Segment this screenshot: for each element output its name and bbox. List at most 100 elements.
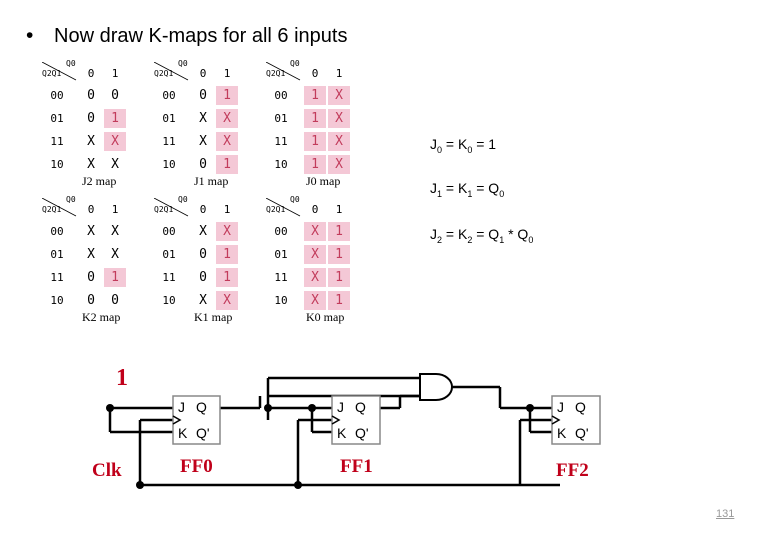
kmap-row-header: 10 (274, 158, 288, 171)
eq0-mid: = K (442, 136, 468, 152)
kmap-col-variable: Q0 (66, 195, 76, 204)
kmap-cell: 1 (328, 222, 350, 241)
kmap-cell: X (111, 224, 119, 239)
kmap-cell: X (304, 222, 326, 241)
kmap-title: K0 map (306, 310, 345, 324)
ff2-label: FF2 (556, 460, 589, 481)
kmap-cell: X (87, 224, 95, 239)
kmap-row-header: 00 (162, 89, 176, 102)
kmap-col-variable: Q0 (290, 195, 300, 204)
flip-flop-ff0 (172, 395, 221, 445)
kmap-cell: X (111, 247, 119, 262)
kmap-cell: X (216, 109, 238, 128)
eq2-mid: = K (442, 226, 468, 242)
kmap-title: K2 map (82, 310, 121, 324)
kmap-row-header: 10 (162, 294, 176, 307)
equation-j1k1: J1 = K1 = Q0 (430, 180, 504, 199)
kmap-row-header: 00 (274, 225, 288, 238)
kmap-cell: 0 (111, 293, 119, 308)
kmap-cell: 0 (111, 88, 119, 103)
kmap-cell: X (304, 268, 326, 287)
eq1-rhs: = Q (472, 180, 500, 196)
kmap-row-header: 11 (50, 135, 64, 148)
kmap-row-header: 00 (50, 225, 64, 238)
kmap-row-header: 10 (50, 294, 64, 307)
kmap-cell: X (199, 224, 207, 239)
kmap-corner (266, 62, 306, 82)
kmap-cell: 0 (87, 111, 95, 126)
eq2-tail-sub: 0 (528, 234, 534, 245)
kmap-row-header: 01 (274, 248, 288, 261)
eq2-rhs: = Q (472, 226, 500, 242)
flip-flop-ff1 (331, 395, 381, 445)
kmap-cell: X (216, 291, 238, 310)
kmap-cell: 1 (304, 155, 326, 174)
kmap-cell: 1 (216, 245, 238, 264)
kmap-cell: 1 (328, 291, 350, 310)
ff0-pin-q: Q (196, 399, 207, 415)
eq0-lhs-sub: 0 (437, 144, 443, 155)
kmap-col-variable: Q0 (178, 195, 188, 204)
ff0-pin-k: K (178, 425, 188, 441)
ff2-pin-qn: Q' (575, 425, 589, 441)
kmap-cell: X (199, 134, 207, 149)
kmap-cell: 0 (199, 88, 207, 103)
kmap-cell: 1 (216, 155, 238, 174)
kmap-col-header: 1 (335, 203, 343, 216)
ff1-label: FF1 (340, 456, 373, 477)
kmap-col-header: 0 (311, 203, 319, 216)
kmap-col-variable: Q0 (66, 59, 76, 68)
junction-dots (106, 404, 534, 489)
kmap-row-header: 01 (274, 112, 288, 125)
kmap-title: K1 map (194, 310, 233, 324)
ff1-pin-q: Q (355, 399, 366, 415)
kmap-row-header: 10 (274, 294, 288, 307)
kmap-cell: 1 (304, 86, 326, 105)
slide-heading: Now draw K-maps for all 6 inputs (54, 25, 348, 47)
ff0-label: FF0 (180, 456, 213, 477)
kmap-row-variable: Q2Q1 (42, 69, 62, 78)
kmap-row-header: 11 (162, 271, 176, 284)
kmap-row-variable: Q2Q1 (266, 69, 286, 78)
kmap-cell: X (199, 293, 207, 308)
kmap-row-variable: Q2Q1 (42, 205, 62, 214)
kmap-col-header: 0 (87, 203, 95, 216)
equation-j0k0: J0 = K0 = 1 (430, 136, 496, 155)
kmap-cell: X (111, 157, 119, 172)
kmap-col-header: 0 (311, 67, 319, 80)
ff0-pin-qn: Q' (196, 425, 210, 441)
kmap-col-header: 1 (111, 67, 119, 80)
kmap-cell: X (104, 132, 126, 151)
counter-circuit-diagram: J Q K Q' J Q K Q' J Q K Q' 1 Clk FF0 FF1… (92, 365, 601, 489)
kmap-col-header: 1 (335, 67, 343, 80)
kmap-row-header: 01 (162, 248, 176, 261)
flip-flop-ff2 (551, 395, 601, 445)
ff1-pin-j: J (337, 399, 344, 415)
kmap-row-header: 11 (50, 271, 64, 284)
kmap-col-variable: Q0 (178, 59, 188, 68)
kmap-cell: X (87, 157, 95, 172)
kmap-cell: 1 (304, 132, 326, 151)
eq0-rhs: = 1 (472, 136, 497, 152)
kmap-row-header: 01 (50, 112, 64, 125)
kmap-cell: 0 (87, 293, 95, 308)
kmap-cell: X (328, 109, 350, 128)
kmap-col-header: 0 (199, 203, 207, 216)
kmap-title: J0 map (306, 174, 341, 188)
kmap-col-header: 1 (223, 203, 231, 216)
kmap-cell: X (328, 155, 350, 174)
kmap-cell: X (87, 247, 95, 262)
kmap-row-header: 01 (162, 112, 176, 125)
eq2-rhs-sub: 1 (499, 234, 505, 245)
kmap-cell: 0 (199, 157, 207, 172)
kmap-cell: X (304, 245, 326, 264)
kmap-cell: 0 (199, 247, 207, 262)
eq2-mid-sub: 2 (467, 234, 473, 245)
eq1-rhs-sub: 0 (499, 188, 505, 199)
